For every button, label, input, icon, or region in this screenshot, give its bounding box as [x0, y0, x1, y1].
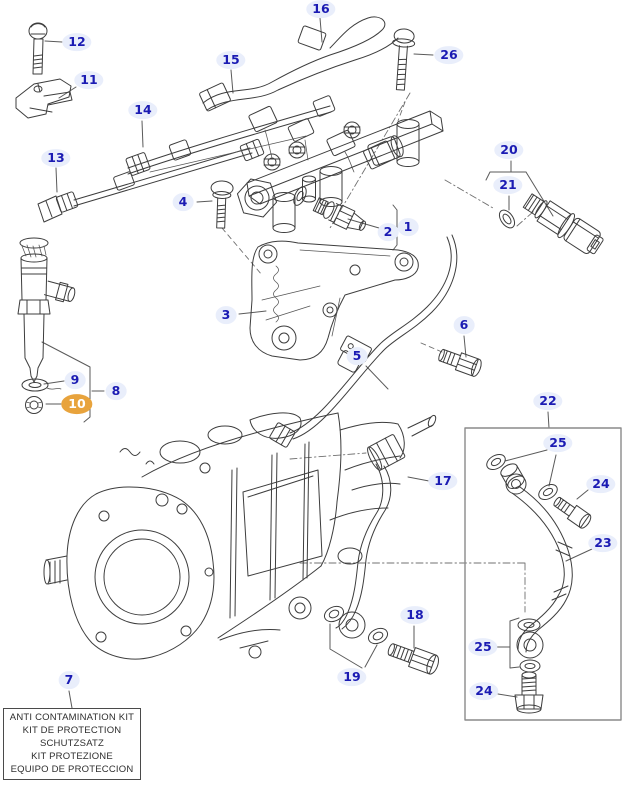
- callout-22[interactable]: 22: [533, 392, 563, 410]
- kit-label-line-es: EQUIPO DE PROTECCION: [10, 763, 134, 775]
- callout-11[interactable]: 11: [74, 71, 104, 89]
- callout-10[interactable]: 10: [61, 394, 93, 414]
- callout-1[interactable]: 1: [397, 218, 419, 236]
- callout-17[interactable]: 17: [428, 472, 458, 490]
- bracket-leaders: [41, 160, 554, 669]
- part-washers-19: [323, 605, 389, 645]
- callout-24a[interactable]: 24: [586, 475, 616, 493]
- part-washer-21: [498, 209, 516, 229]
- part-bolt-6: [438, 348, 482, 377]
- part-injector-8-9-10: [17, 237, 76, 414]
- kit-box: [464, 427, 622, 721]
- part-nut-10: [25, 396, 43, 414]
- callout-12[interactable]: 12: [62, 33, 92, 51]
- part-bolt-18: [387, 643, 439, 675]
- assembly-dashes: [221, 101, 443, 353]
- kit-label-line-it: KIT PROTEZIONE: [31, 750, 113, 762]
- callout-16[interactable]: 16: [306, 0, 336, 18]
- callout-21[interactable]: 21: [493, 176, 523, 194]
- callout-3[interactable]: 3: [215, 306, 237, 324]
- callout-4[interactable]: 4: [172, 193, 194, 211]
- part-pipe-17: [335, 414, 437, 639]
- part-bolt-26: [392, 28, 416, 91]
- kit-label-line-de: SCHUTZSATZ: [39, 738, 105, 750]
- callout-6[interactable]: 6: [453, 316, 475, 334]
- part-washer-25a2: [538, 483, 558, 501]
- callout-25a[interactable]: 25: [543, 434, 573, 452]
- part-bolt-12: [28, 22, 48, 75]
- part-bolt-24a: [553, 496, 592, 529]
- callout-20[interactable]: 20: [494, 141, 524, 159]
- part-sensor-20: [522, 193, 604, 255]
- anti-contamination-label-box: ANTI CONTAMINATION KIT KIT DE PROTECTION…: [3, 708, 141, 780]
- part-clamp-11: [15, 78, 73, 119]
- kit-label-line-fr: KIT DE PROTECTION: [22, 725, 122, 737]
- callout-15[interactable]: 15: [216, 51, 246, 69]
- callout-9[interactable]: 9: [64, 371, 86, 389]
- callout-14[interactable]: 14: [128, 101, 158, 119]
- part-bracket-3: [249, 240, 419, 361]
- part-washer-25b: [517, 618, 541, 632]
- part-washer-9: [21, 378, 62, 392]
- part-washer-25b2: [519, 659, 541, 673]
- part-hose-23: [505, 473, 573, 659]
- part-injection-pump: [43, 412, 405, 660]
- part-washer-25a: [486, 453, 506, 471]
- part-pipe-14: [125, 95, 336, 176]
- callout-7[interactable]: 7: [58, 671, 80, 689]
- callout-8[interactable]: 8: [105, 382, 127, 400]
- callout-24b[interactable]: 24: [469, 682, 499, 700]
- callout-18[interactable]: 18: [400, 606, 430, 624]
- callout-5[interactable]: 5: [346, 347, 368, 365]
- leader-lines: [43, 17, 593, 709]
- center-lines: [289, 92, 535, 613]
- part-bolt-4: [210, 180, 234, 229]
- part-pipe-13: [37, 138, 265, 223]
- part-bolt-24b: [514, 671, 544, 714]
- callout-25b[interactable]: 25: [468, 638, 498, 656]
- callout-26[interactable]: 26: [434, 46, 464, 64]
- part-fuel-rail: [236, 110, 444, 233]
- callout-19[interactable]: 19: [337, 668, 367, 686]
- callout-23[interactable]: 23: [588, 534, 618, 552]
- kit-label-line-en: ANTI CONTAMINATION KIT: [9, 712, 135, 724]
- callout-13[interactable]: 13: [41, 149, 71, 167]
- part-sensor-1-2: [293, 186, 367, 231]
- callout-2[interactable]: 2: [377, 223, 399, 241]
